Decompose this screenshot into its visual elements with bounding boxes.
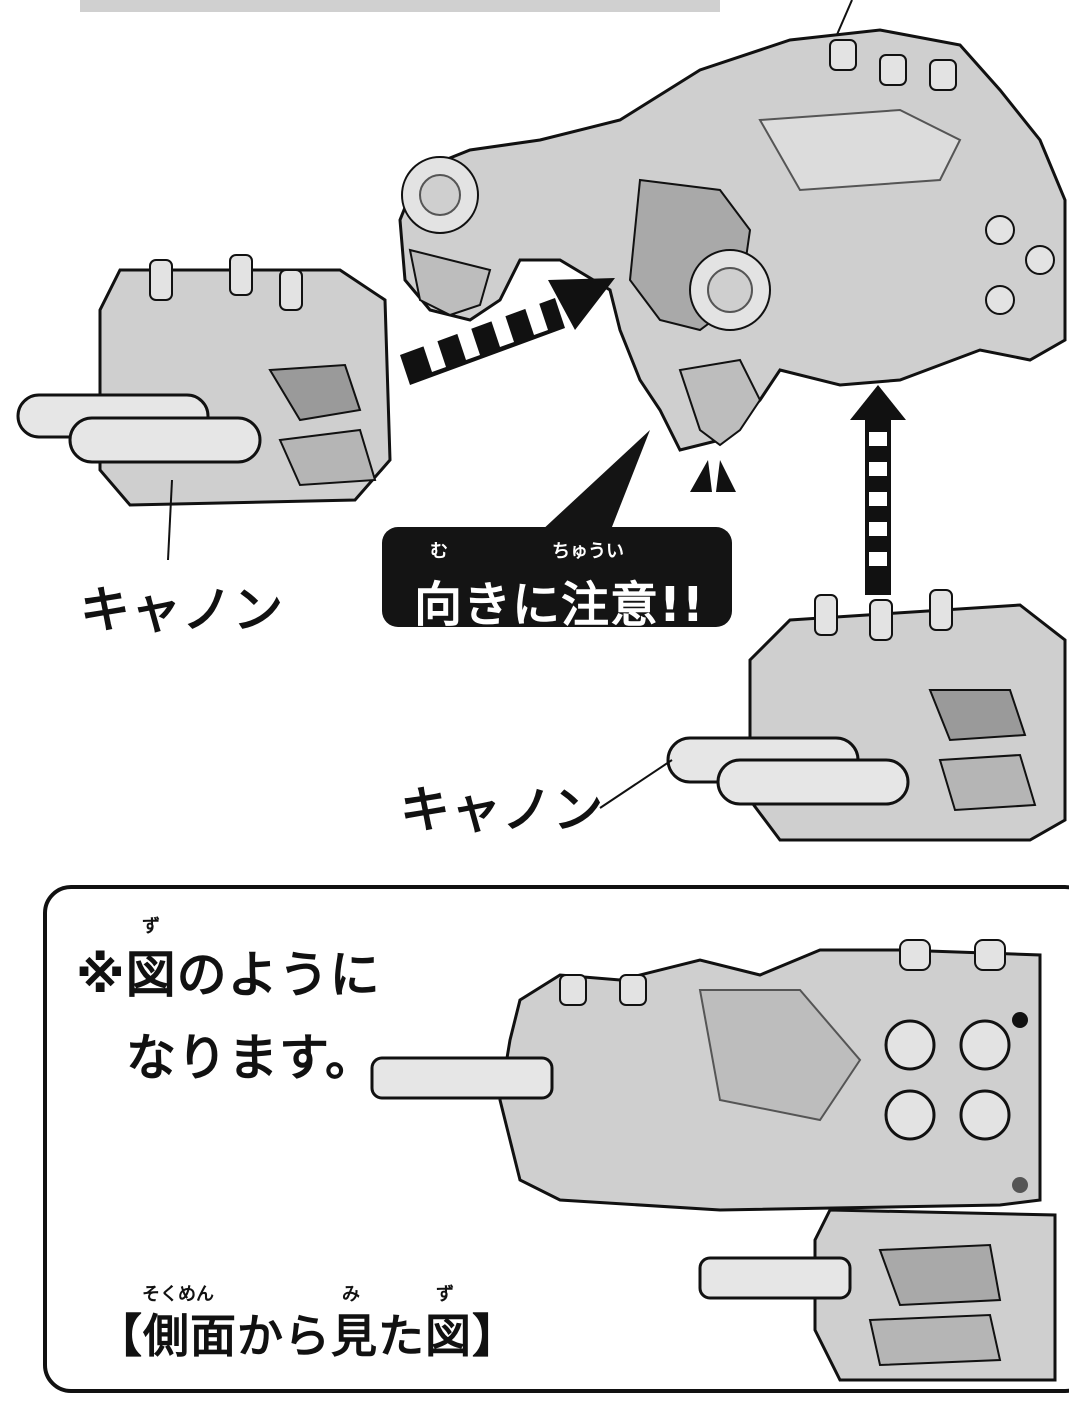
orientation-warning-callout: む ちゅうい 向きに注意!! (382, 527, 732, 633)
note-line-2: なります。 (126, 1029, 376, 1087)
left-cannon-part (16, 254, 392, 507)
cropped-heading-fragment (80, 0, 720, 12)
callout-text: 向きに注意!! (414, 577, 705, 633)
dashed-arrow-up-icon (850, 385, 906, 595)
orientation-marker (690, 460, 736, 492)
main-body-part (398, 28, 1067, 452)
leader-line-right-cannon (599, 759, 673, 809)
left-cannon-label: キャノン (80, 581, 284, 639)
callout-ruby-chuui: ちゅうい (552, 541, 624, 562)
callout-ruby-mu: む (430, 541, 448, 562)
leader-line-left-cannon (167, 479, 173, 561)
note-line-1: ※図のように (76, 946, 381, 1004)
side-view-illustration (370, 939, 1057, 1382)
note-ruby-zu: ず (142, 916, 160, 937)
right-cannon-label: キャノン (400, 781, 604, 839)
caption-ruby-zu: ず (436, 1284, 454, 1305)
caption-ruby-sokumen: そくめん (142, 1284, 214, 1305)
callout-pointer (540, 430, 650, 532)
dashed-arrow-right-icon (400, 278, 615, 385)
side-view-caption: 【側面から見た図】 (96, 1309, 519, 1363)
caption-ruby-mi: み (342, 1284, 360, 1305)
note-panel (43, 885, 1069, 1393)
right-cannon-part (666, 589, 1067, 842)
